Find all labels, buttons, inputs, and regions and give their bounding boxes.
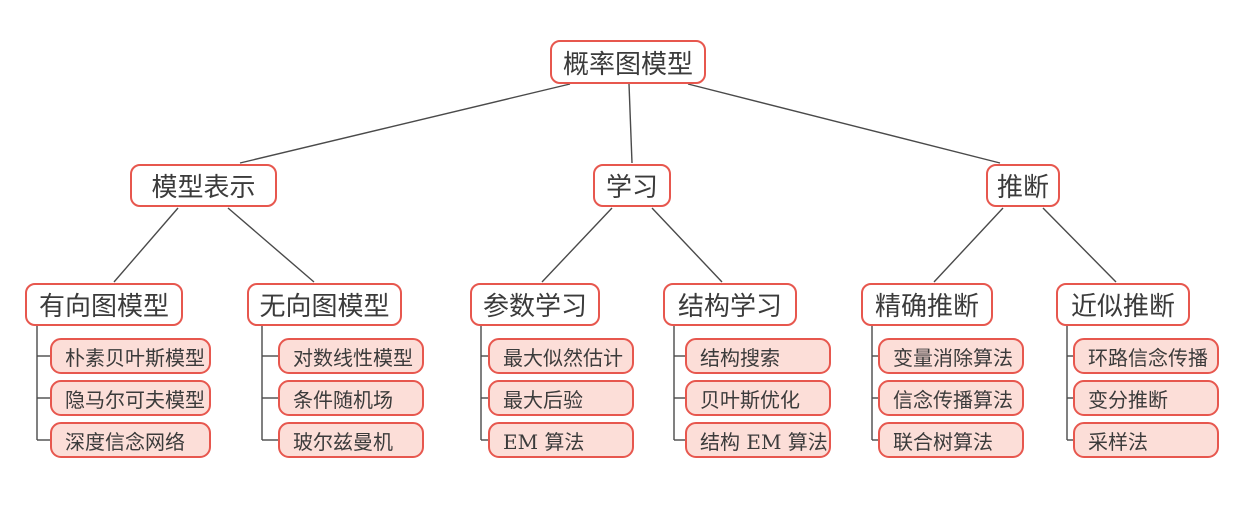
node-conditional-random-field: 条件随机场: [278, 380, 424, 416]
node-variational-inference: 变分推断: [1073, 380, 1219, 416]
node-sampling-methods: 采样法: [1073, 422, 1219, 458]
node-bayesian-optimization: 贝叶斯优化: [685, 380, 831, 416]
node-learning: 学习: [593, 164, 671, 207]
node-maximum-a-posteriori: 最大后验: [488, 380, 634, 416]
node-structural-em-algorithm: 结构 EM 算法: [685, 422, 831, 458]
node-belief-propagation: 信念传播算法: [878, 380, 1024, 416]
node-deep-belief-network: 深度信念网络: [50, 422, 211, 458]
node-junction-tree: 联合树算法: [878, 422, 1024, 458]
node-model-representation: 模型表示: [130, 164, 277, 207]
node-undirected-graphical-models: 无向图模型: [247, 283, 402, 326]
node-approximate-inference: 近似推断: [1056, 283, 1190, 326]
node-naive-bayes: 朴素贝叶斯模型: [50, 338, 211, 374]
node-boltzmann-machine: 玻尔兹曼机: [278, 422, 424, 458]
node-probabilistic-graphical-models: 概率图模型: [550, 40, 706, 84]
node-variable-elimination: 变量消除算法: [878, 338, 1024, 374]
node-inference: 推断: [986, 164, 1060, 207]
node-directed-graphical-models: 有向图模型: [25, 283, 183, 326]
node-log-linear-model: 对数线性模型: [278, 338, 424, 374]
node-hidden-markov-model: 隐马尔可夫模型: [50, 380, 211, 416]
node-loopy-belief-propagation: 环路信念传播: [1073, 338, 1219, 374]
node-em-algorithm: EM 算法: [488, 422, 634, 458]
node-parameter-learning: 参数学习: [470, 283, 600, 326]
node-maximum-likelihood: 最大似然估计: [488, 338, 634, 374]
node-structure-learning: 结构学习: [663, 283, 797, 326]
node-structure-search: 结构搜索: [685, 338, 831, 374]
node-exact-inference: 精确推断: [861, 283, 993, 326]
